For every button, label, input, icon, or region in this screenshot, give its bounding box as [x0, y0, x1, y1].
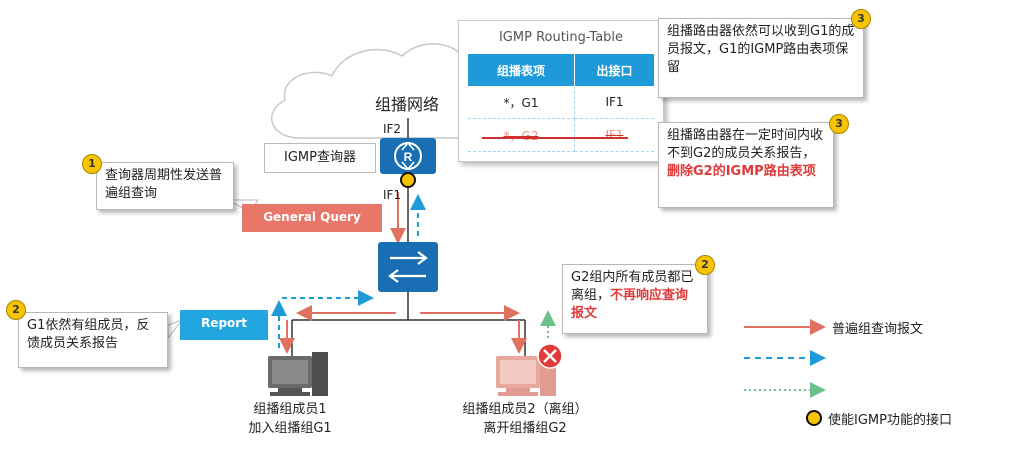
callout-text-highlight: 不再响应查询报文: [571, 288, 689, 321]
callout-text-highlight: 删除G2的IGMP路由表项: [667, 164, 816, 179]
callout-router-keeps-g1: 组播路由器依然可以收到G1的成员报文，G1的IGMP路由表项保留: [658, 18, 864, 98]
host2-label-line2: 离开组播组G2: [483, 421, 567, 436]
callout-periodic-query: 查询器周期性发送普遍组查询: [96, 162, 234, 210]
row-iface: IF1: [574, 118, 654, 152]
row-entry: *，G1: [468, 86, 575, 119]
table-row: *，G1 IF1: [468, 86, 654, 119]
igmp-interface-dot: [400, 172, 416, 188]
step-number-3-top: 3: [851, 9, 871, 29]
router-icon: [380, 138, 436, 174]
callout-router-deletes-g2: 组播路由器在一定时间内收不到G2的成员关系报告， 删除G2的IGMP路由表项: [658, 122, 834, 208]
routing-table-title: IGMP Routing-Table: [498, 30, 624, 45]
if2-label: IF2: [382, 122, 402, 136]
host1-label-line1: 组播组成员1: [253, 402, 327, 417]
step-number-1: 1: [82, 154, 102, 174]
callout-text: 查询器周期性发送普遍组查询: [105, 168, 223, 201]
step-number-2-left: 2: [6, 300, 26, 320]
callout-g2-left: G2组内所有成员都已离组，不再响应查询报文: [562, 264, 708, 334]
host2-label: 组播组成员2（离组） 离开组播组G2: [440, 400, 610, 438]
row-entry: *，G2: [468, 118, 575, 152]
host1-label: 组播组成员1 加入组播组G1: [220, 400, 360, 438]
querier-label: IGMP查询器: [264, 143, 376, 173]
step-number-2-right: 2: [695, 255, 715, 275]
header-entry: 组播表项: [468, 54, 575, 86]
report-tag: Report: [180, 310, 268, 340]
network-label: 组播网络: [374, 95, 439, 114]
switch-icon: [378, 242, 438, 292]
host2-label-line1: 组播组成员2（离组）: [462, 402, 588, 417]
step-number-3-mid: 3: [829, 114, 849, 134]
table-row-deleted: *，G2 IF1: [468, 118, 654, 152]
svg-text:R: R: [404, 150, 413, 164]
callout-text: 组播路由器依然可以收到G1的成员报文，G1的IGMP路由表项保留: [667, 24, 855, 75]
row-iface: IF1: [574, 86, 654, 119]
callout-text: G2组内所有成员都已离组，: [571, 270, 694, 303]
callout-text: 组播路由器在一定时间内收不到G2的成员关系报告，: [667, 128, 824, 161]
legend-general-query: 普遍组查询报文: [832, 322, 924, 337]
legend-interface-dot: [806, 410, 822, 426]
host1-computer-icon: [268, 352, 328, 396]
delete-strike-line: [482, 137, 628, 139]
routing-table: 组播表项 出接口 *，G1 IF1 *，G2 IF1: [468, 54, 654, 152]
legend-interface: 使能IGMP功能的接口: [828, 413, 952, 428]
header-iface: 出接口: [574, 54, 654, 86]
callout-text: G1依然有组成员，反馈成员关系报告: [27, 318, 150, 351]
if1-label: IF1: [382, 188, 402, 202]
general-query-tag: General Query: [242, 204, 382, 232]
host1-label-line2: 加入组播组G1: [248, 421, 332, 436]
callout-g1-report: G1依然有组成员，反馈成员关系报告: [18, 312, 168, 368]
